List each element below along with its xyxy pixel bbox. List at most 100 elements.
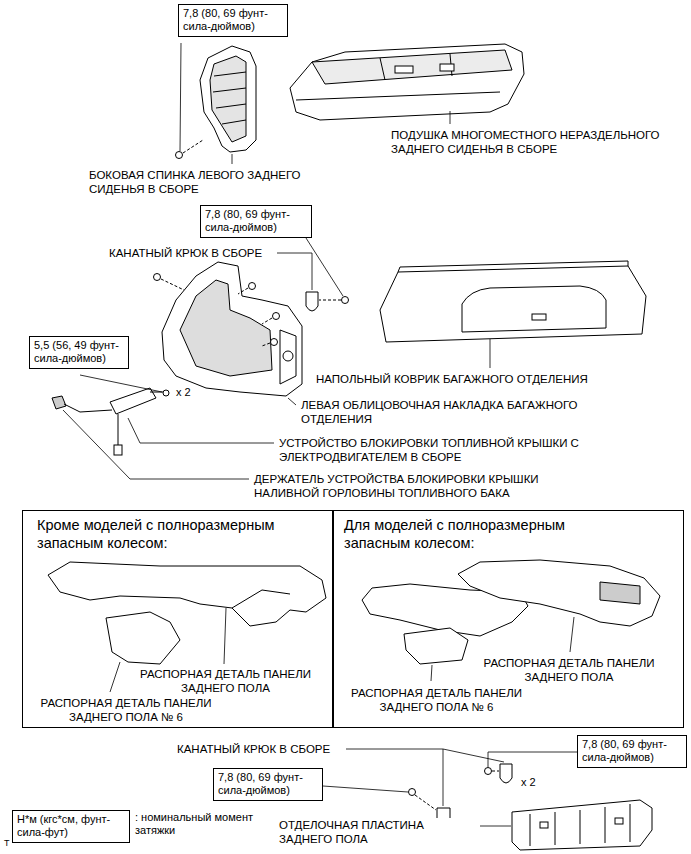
part-name: НАПОЛЬНЫЙ КОВРИК БАГАЖНОГО ОТДЕЛЕНИЯ bbox=[315, 372, 589, 386]
spacer-panel bbox=[600, 582, 640, 604]
leader-line bbox=[431, 665, 432, 681]
panel-heading: Для моделей с полноразмерным запасным ко… bbox=[344, 517, 594, 552]
seat-side-back bbox=[200, 46, 256, 152]
bolt bbox=[249, 283, 256, 290]
trim-panel bbox=[162, 262, 302, 396]
quantity: x 2 bbox=[520, 776, 537, 789]
torque-box: 7,8 (80, 69 фунт-сила-дюймов) bbox=[178, 4, 288, 37]
leader-line bbox=[346, 749, 443, 806]
seat-cushion bbox=[296, 54, 500, 100]
floor-finish-plate bbox=[512, 800, 652, 850]
leader-line bbox=[63, 410, 249, 479]
floor-mat bbox=[532, 314, 546, 320]
part-name: КАНАТНЫЙ КРЮК В СБОРЕ bbox=[176, 742, 331, 756]
trim-panel bbox=[280, 330, 296, 384]
bolt bbox=[271, 339, 278, 346]
floor-finish-plate bbox=[530, 804, 630, 846]
rope-hook bbox=[409, 789, 416, 796]
spacer-panel bbox=[106, 612, 180, 664]
bolt bbox=[262, 343, 270, 346]
rope-hook bbox=[319, 300, 341, 301]
trim-panel bbox=[162, 262, 302, 396]
seat-cushion bbox=[290, 44, 524, 120]
rope-hook bbox=[485, 768, 492, 775]
torque-box: 7,8 (80, 69 фунт-сила-дюймов) bbox=[577, 735, 687, 768]
trim-panel bbox=[283, 351, 293, 361]
part-name: РАСПОРНАЯ ДЕТАЛЬ ПАНЕЛИ ЗАДНЕГО ПОЛА № 6 bbox=[26, 696, 226, 724]
leader-line bbox=[490, 339, 491, 368]
torque-box: 7,8 (80, 69 фунт-сила-дюймов) bbox=[200, 205, 312, 238]
floor-finish-plate bbox=[512, 800, 652, 850]
bolt bbox=[183, 140, 203, 153]
floor-mat bbox=[462, 286, 606, 332]
bolt bbox=[262, 318, 272, 324]
floor-finish-plate bbox=[540, 822, 548, 828]
legend-unit: Н*м (кгс*см, фунт-сила-фут) bbox=[17, 813, 125, 840]
part-name: РАСПОРНАЯ ДЕТАЛЬ ПАНЕЛИ ЗАДНЕГО ПОЛА bbox=[123, 667, 328, 695]
leader-line bbox=[80, 375, 162, 392]
quantity: x 2 bbox=[175, 386, 192, 399]
leader-line bbox=[110, 662, 120, 692]
legend-description: : номинальный момент затяжки bbox=[134, 811, 254, 838]
torque-value: 5,5 (56, 49 фунт-сила-дюймов) bbox=[34, 339, 124, 366]
seat-side-back bbox=[200, 46, 256, 152]
fuel-lid-lock bbox=[118, 414, 119, 445]
fuel-lid-lock bbox=[52, 388, 169, 455]
rope-hook bbox=[342, 297, 349, 304]
leader-line bbox=[488, 752, 577, 767]
rope-hook bbox=[500, 764, 512, 783]
leader-line bbox=[570, 617, 574, 652]
leader-line bbox=[323, 786, 408, 792]
panel-heading: Кроме моделей с полноразмерным запасным … bbox=[37, 517, 307, 552]
trim-panel bbox=[180, 280, 272, 376]
bolt bbox=[176, 152, 183, 159]
part-name: ДЕРЖАТЕЛЬ УСТРОЙСТВА БЛОКИРОВКИ КРЫШКИ Н… bbox=[253, 472, 595, 500]
leader-line bbox=[277, 253, 312, 290]
torque-value: 7,8 (80, 69 фунт-сила-дюймов) bbox=[205, 208, 307, 235]
seat-cushion bbox=[440, 64, 454, 71]
leader-line bbox=[288, 398, 296, 405]
leader-line bbox=[180, 43, 181, 151]
fuel-lid-lock bbox=[52, 396, 66, 409]
spacer-panel bbox=[458, 560, 660, 626]
torque-value: 7,8 (80, 69 фунт-сила-дюймов) bbox=[218, 771, 318, 798]
part-name: РАСПОРНАЯ ДЕТАЛЬ ПАНЕЛИ ЗАДНЕГО ПОЛА № 6 bbox=[339, 686, 534, 714]
torque-value: 7,8 (80, 69 фунт-сила-дюймов) bbox=[183, 7, 283, 34]
bolt bbox=[154, 274, 280, 347]
spacer-panel bbox=[48, 560, 660, 664]
leader-line bbox=[450, 111, 451, 124]
legend-box: Н*м (кгс*см, фунт-сила-фут) bbox=[12, 810, 130, 843]
torque-value: 7,8 (80, 69 фунт-сила-дюймов) bbox=[582, 738, 682, 765]
part-name: КАНАТНЫЙ КРЮК В СБОРЕ bbox=[108, 246, 263, 260]
floor-mat bbox=[380, 261, 646, 342]
seat-cushion bbox=[395, 66, 413, 73]
part-name: БОКОВАЯ СПИНКА ЛЕВОГО ЗАДНЕГО СИДЕНЬЯ В … bbox=[88, 168, 350, 196]
fuel-lid-lock bbox=[110, 388, 156, 414]
fuel-lid-lock bbox=[114, 445, 122, 455]
seat-side-back bbox=[213, 72, 246, 124]
spacer-panel bbox=[404, 628, 468, 664]
leader-line bbox=[306, 238, 343, 296]
rope-hook bbox=[415, 795, 436, 810]
figure-code: T bbox=[3, 838, 11, 849]
leader-line bbox=[443, 749, 504, 762]
fuel-lid-lock bbox=[64, 404, 112, 412]
seat-cushion bbox=[312, 50, 512, 84]
leader-line bbox=[128, 418, 274, 443]
bolt bbox=[154, 274, 161, 281]
variant-panel: Кроме моделей с полноразмерным запасным … bbox=[22, 510, 333, 728]
torque-box: 7,8 (80, 69 фунт-сила-дюймов) bbox=[213, 768, 323, 801]
leader-line bbox=[224, 608, 226, 664]
seat-side-back bbox=[210, 56, 246, 142]
part-name: ПОДУШКА МНОГОМЕСТНОГО НЕРАЗДЕЛЬНОГО ЗАДН… bbox=[390, 128, 687, 156]
rope-hook bbox=[492, 771, 499, 772]
floor-finish-plate bbox=[615, 818, 623, 824]
torque-box: 5,5 (56, 49 фунт-сила-дюймов) bbox=[29, 336, 129, 369]
floor-mat bbox=[398, 261, 628, 272]
part-name: ОТДЕЛОЧНАЯ ПЛАСТИНА ЗАДНЕГО ПОЛА bbox=[278, 818, 480, 846]
rope-hook bbox=[306, 292, 318, 311]
seat-cushion bbox=[290, 44, 524, 120]
leader-line bbox=[232, 154, 233, 164]
bolt bbox=[238, 288, 248, 294]
